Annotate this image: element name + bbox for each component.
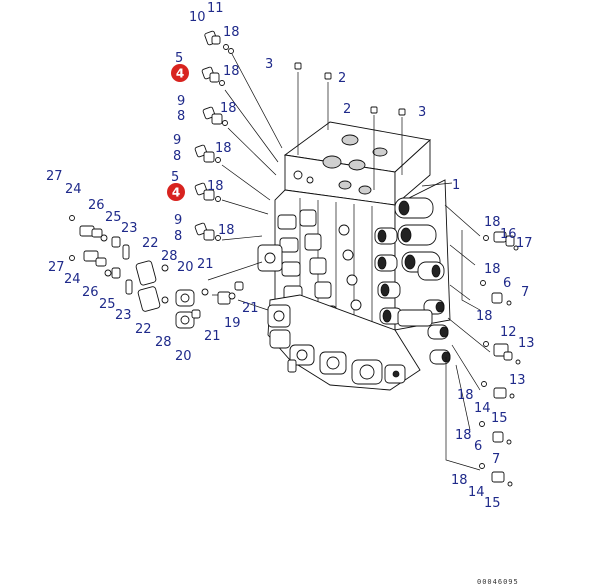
- control-valve-body: [257, 121, 451, 391]
- part-label: 13: [509, 373, 526, 388]
- part-label: 13: [518, 336, 535, 351]
- part-label: 23: [121, 221, 138, 236]
- part-label: 14: [468, 485, 485, 500]
- part-label: 22: [135, 322, 152, 337]
- part-label: 27: [48, 260, 65, 275]
- part-label: 8: [177, 109, 185, 124]
- callout-label: 4: [172, 186, 180, 200]
- part-label: 9: [177, 94, 185, 109]
- part-label: 21: [204, 329, 221, 344]
- part-label: 11: [207, 1, 224, 16]
- part-label: 5: [171, 170, 179, 185]
- part-label: 27: [46, 169, 63, 184]
- part-label: 3: [418, 105, 426, 120]
- part-label: 28: [161, 249, 178, 264]
- part-label: 18: [207, 179, 224, 194]
- part-label: 21: [242, 301, 259, 316]
- part-label: 20: [175, 349, 192, 364]
- part-label: 18: [476, 309, 493, 324]
- part-label: 18: [484, 262, 501, 277]
- part-label: 26: [82, 285, 99, 300]
- callout-item-4-lower: 4: [167, 183, 185, 201]
- callout-label: 4: [176, 67, 184, 81]
- part-label: 5: [175, 51, 183, 66]
- part-label: 2: [338, 71, 346, 86]
- part-label: 6: [474, 439, 482, 454]
- callout-circle: [167, 183, 185, 201]
- fittings-and-seals: [69, 30, 521, 487]
- part-label: 18: [220, 101, 237, 116]
- part-label: 9: [174, 213, 182, 228]
- part-label: 18: [451, 473, 468, 488]
- part-label: 24: [65, 182, 82, 197]
- part-label: 21: [197, 257, 214, 272]
- part-label: 18: [215, 141, 232, 156]
- part-label: 20: [177, 260, 194, 275]
- part-label: 15: [491, 411, 508, 426]
- part-label: 17: [516, 236, 533, 251]
- part-label: 18: [218, 223, 235, 238]
- part-label: 3: [265, 57, 273, 72]
- part-label: 25: [105, 210, 122, 225]
- part-label: 22: [142, 236, 159, 251]
- callout-item-4-upper: 4: [171, 64, 189, 82]
- part-label: 23: [115, 308, 132, 323]
- part-label: 16: [500, 227, 517, 242]
- part-label: 2: [343, 102, 351, 117]
- part-label: 7: [492, 452, 500, 467]
- part-label: 18: [484, 215, 501, 230]
- callout-circle: [171, 64, 189, 82]
- part-label: 18: [457, 388, 474, 403]
- part-label: 26: [88, 198, 105, 213]
- part-label: 15: [484, 496, 501, 511]
- part-label: 18: [223, 64, 240, 79]
- highlighted-callouts: 4 4: [167, 64, 189, 201]
- part-label: 8: [174, 229, 182, 244]
- part-label: 18: [223, 25, 240, 40]
- part-label: 18: [455, 428, 472, 443]
- part-label: 12: [500, 325, 517, 340]
- part-label: 7: [521, 285, 529, 300]
- part-label: 8: [173, 149, 181, 164]
- part-label: 19: [224, 316, 241, 331]
- leader-lines: [207, 53, 491, 471]
- drawing-code: 00046095: [477, 578, 519, 586]
- part-number-labels: 10 11 18 5 18 3 2 9 8 18 2 3 9 8 18 5 18…: [46, 1, 535, 511]
- part-label: 14: [474, 401, 491, 416]
- part-label: 25: [99, 297, 116, 312]
- part-label: 9: [173, 133, 181, 148]
- part-label: 6: [503, 276, 511, 291]
- part-label: 28: [155, 335, 172, 350]
- part-label: 1: [452, 178, 460, 193]
- part-label: 10: [189, 10, 206, 25]
- part-label: 24: [64, 272, 81, 287]
